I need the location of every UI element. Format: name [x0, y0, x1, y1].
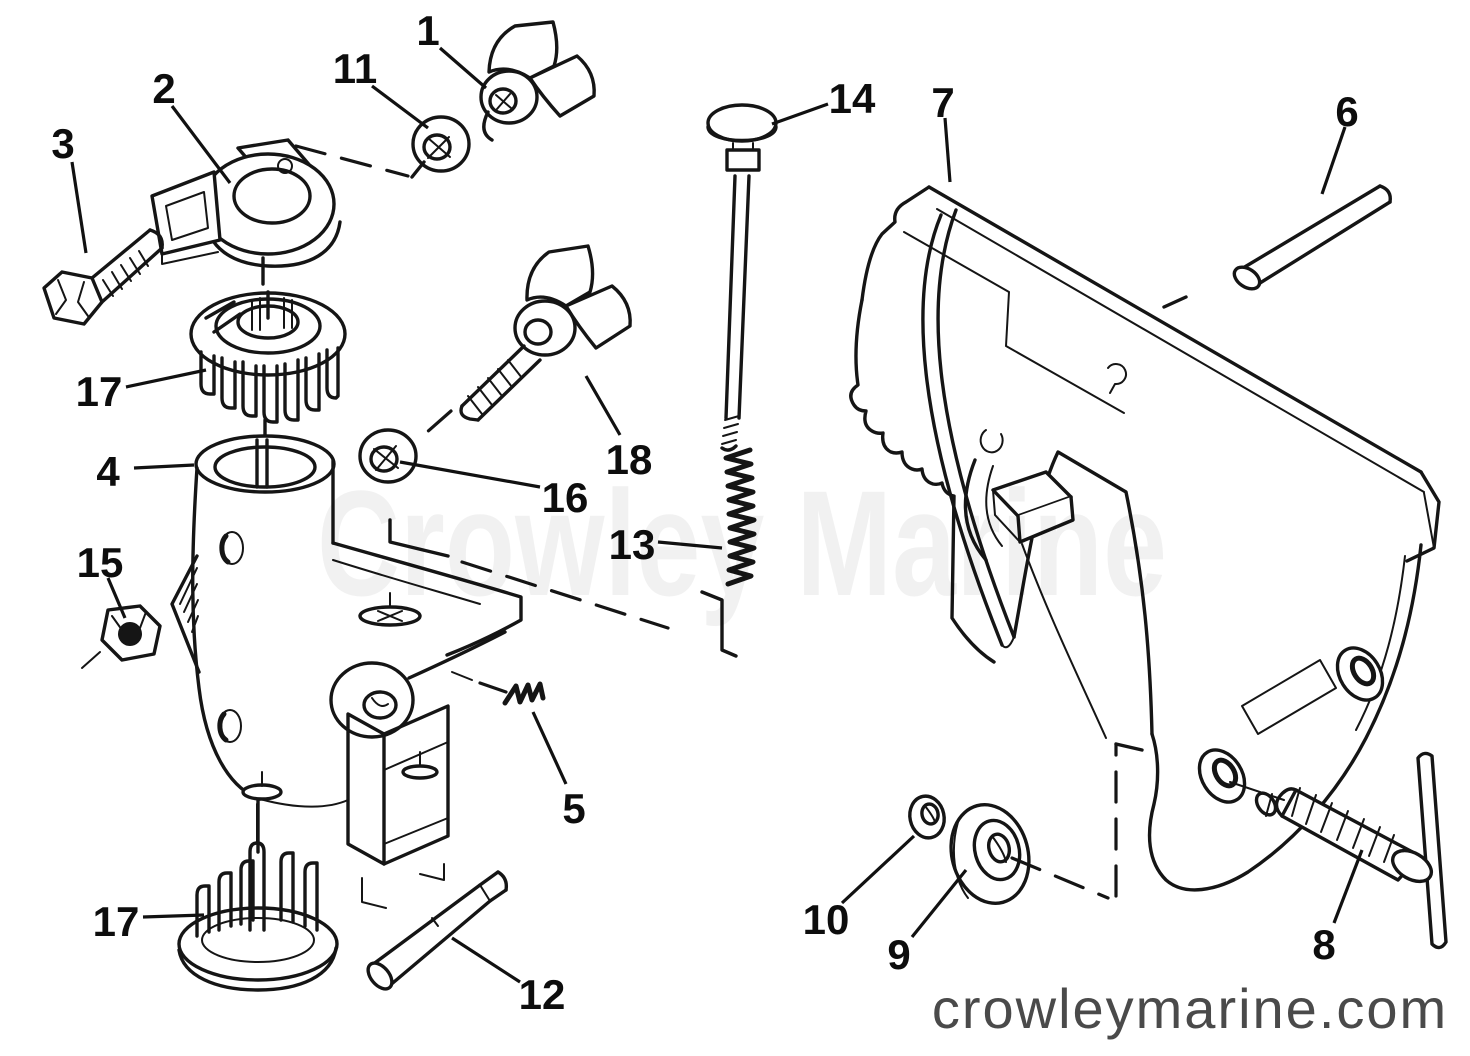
part-number-label: 18: [606, 436, 653, 483]
callout-wing-screw: 18: [584, 375, 653, 483]
leader-line: [531, 711, 568, 785]
callout-tilt-shaft: 12: [451, 936, 566, 1018]
leader-line: [584, 375, 622, 436]
part-2-steering-clamp: [150, 138, 342, 286]
callout-washer-center: 16: [399, 460, 589, 521]
bracket-face-hole: [1107, 363, 1127, 394]
part-number-label: 17: [93, 898, 140, 945]
callout-hex-nut: 15: [77, 539, 127, 619]
leader-line: [840, 834, 916, 905]
leader-line: [943, 117, 952, 183]
callout-pivot-pin: 6: [1320, 88, 1359, 195]
part-11-washer: [411, 115, 471, 173]
part-number-label: 15: [77, 539, 124, 586]
part-number-label: 6: [1335, 88, 1358, 135]
part-9-clamp-washer: [949, 803, 1031, 905]
part-18-wing-screw: [459, 244, 632, 422]
callout-adjusting-rod: 14: [771, 75, 876, 126]
leader-line: [1320, 126, 1347, 195]
part-17-spline-bushing-lower: [177, 803, 339, 992]
clamp-screw-axis-dashed: [1010, 742, 1144, 900]
flat-screw: [358, 592, 422, 627]
leader-line: [399, 460, 541, 489]
part-12-tilt-shaft: [361, 863, 509, 991]
part-number-label: 5: [562, 785, 585, 832]
part-number-label: 2: [152, 65, 175, 112]
part-14-adjusting-rod: [706, 103, 778, 452]
part-8-clamp-screw: [1254, 751, 1448, 950]
leader-line: [1332, 849, 1364, 924]
flat-screw: [401, 751, 439, 780]
part-number-label: 17: [76, 368, 123, 415]
part-number-label: 1: [416, 7, 439, 54]
leader-line: [106, 577, 127, 619]
callout-washer-upper: 11: [333, 45, 429, 130]
callout-hex-bolt: 3: [51, 120, 88, 254]
callout-detent-spring: 5: [531, 711, 586, 832]
leader-line: [910, 868, 968, 939]
leader-line: [657, 540, 723, 550]
leader-line: [133, 463, 195, 470]
clamp-screw-hole-upper: [1335, 646, 1385, 702]
site-watermark-footer: crowleymarine.com: [932, 977, 1448, 1040]
part-number-label: 8: [1312, 921, 1335, 968]
leader-line: [771, 102, 829, 126]
callout-clamp-screw: 8: [1312, 849, 1364, 968]
part-number-label: 7: [931, 79, 954, 126]
part-4-swivel-bracket: [170, 434, 523, 866]
callout-transom-clamp-bracket: 7: [931, 79, 955, 183]
leader-line: [371, 84, 429, 130]
part-number-label: 13: [609, 521, 656, 568]
part-13-spring: [723, 447, 757, 587]
part-1-wing-nut: [479, 20, 596, 142]
part-number-label: 12: [519, 971, 566, 1018]
callout-spline-bushing-lower: 17: [93, 898, 205, 945]
callout-wing-nut: 1: [416, 7, 488, 90]
assembly-axis-dashed-center: [388, 518, 738, 658]
callout-spline-bushing-upper: 17: [76, 368, 207, 415]
part-number-label: 9: [887, 931, 910, 978]
part-number-label: 4: [96, 448, 120, 495]
part-6-pivot-pin: [1162, 184, 1392, 309]
bracket-face-hole: [979, 429, 1004, 454]
part-number-label: 16: [542, 474, 589, 521]
part-5-detent-spring: [451, 671, 546, 706]
part-number-label: 10: [803, 896, 850, 943]
assembly-axis-dashed: [294, 144, 410, 178]
leader-line: [142, 913, 205, 919]
leader-line: [170, 105, 232, 184]
part-17-spline-bushing-upper: [189, 290, 347, 448]
leader-line: [438, 46, 488, 90]
callout-lock-washer: 10: [803, 834, 916, 943]
callout-spring: 13: [609, 521, 723, 568]
callout-steering-clamp: 2: [152, 65, 232, 184]
watermark-text: Crowley Marine: [317, 459, 1167, 627]
part-15-hex-nut: [81, 604, 162, 669]
part-10-lock-washer: [908, 794, 946, 840]
part-16-washer: [358, 428, 418, 484]
leader-line: [70, 161, 88, 254]
part-number-label: 11: [333, 45, 377, 92]
leader-line: [125, 368, 207, 389]
callout-clamp-washer: 9: [887, 868, 968, 978]
part-3-hex-bolt: [42, 228, 164, 326]
clamp-screw-hole-lower: [1197, 748, 1247, 804]
wing-screw-axis-dashed: [416, 409, 453, 442]
leader-line: [451, 936, 521, 984]
callout-swivel-bracket: 4: [96, 448, 195, 495]
assembly-axis-hook: [410, 160, 426, 179]
part-number-label: 3: [51, 120, 74, 167]
flat-screw: [241, 771, 283, 801]
part-number-label: 14: [829, 75, 876, 122]
part-7-transom-clamp-bracket: [849, 185, 1441, 892]
